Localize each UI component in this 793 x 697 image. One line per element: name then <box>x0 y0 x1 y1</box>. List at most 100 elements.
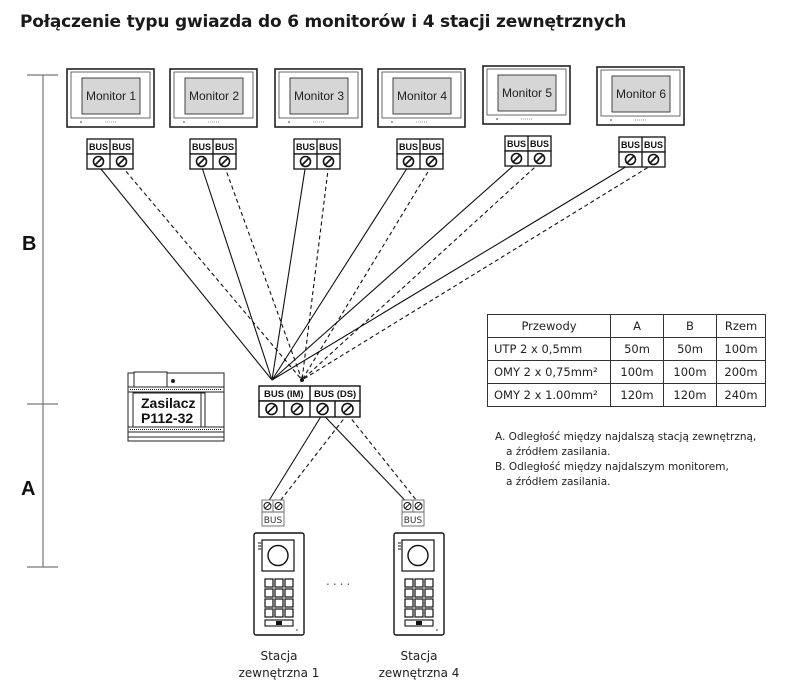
power-supply-model: P112-32 <box>141 410 193 426</box>
screw-icon <box>341 402 354 416</box>
cell-cable: OMY 2 x 1.00mm² <box>487 383 611 407</box>
keypad-key <box>404 608 414 618</box>
screw-icon <box>510 152 523 165</box>
cell-total: 240m <box>716 383 766 407</box>
dimension-label-a: A <box>21 478 35 500</box>
wire-dashed <box>301 165 432 381</box>
wires <box>98 162 654 504</box>
keypad-key <box>414 598 424 608</box>
table-row: UTP 2 x 0,5mm 50m 50m 100m <box>487 337 766 361</box>
bus-label: BUS <box>422 142 441 152</box>
screw-icon <box>115 155 128 168</box>
cell-cable: UTP 2 x 0,5mm <box>487 337 611 361</box>
station-name-line2: zewnętrzna 1 <box>239 666 320 680</box>
bus-label: BUS <box>112 142 131 152</box>
ellipsis: .... <box>326 574 353 588</box>
monitor-4: Monitor 4 BUS BUS <box>377 68 466 170</box>
bus-label: BUS <box>215 142 234 152</box>
wire-dashed <box>347 413 419 504</box>
wire-solid <box>271 165 307 381</box>
bus-label: BUS <box>621 140 640 150</box>
page-title: Połączenie typu gwiazda do 6 monitorów i… <box>20 12 627 32</box>
monitor-label: Monitor 1 <box>86 89 136 103</box>
cell-b: 100m <box>663 360 717 384</box>
keypad-key <box>274 588 284 598</box>
cell-b: 120m <box>663 383 717 407</box>
monitor-label: Monitor 6 <box>616 87 666 101</box>
bus-label: BUS <box>530 139 549 149</box>
monitor-1: Monitor 1 BUS BUS <box>66 68 155 170</box>
keypad-key <box>264 608 274 618</box>
cell-a: 50m <box>610 337 664 361</box>
header-total: Rzem <box>716 314 766 338</box>
hub-label-bus-im: BUS (IM) <box>264 389 304 400</box>
monitor-terminal-block: BUS BUS <box>396 138 444 170</box>
screw-icon <box>533 152 546 165</box>
keypad-key <box>264 598 274 608</box>
station-name-line1: Stacja <box>401 649 438 663</box>
bus-label: BUS <box>296 142 315 152</box>
screw-icon <box>92 155 105 168</box>
bus-label: BUS <box>319 142 338 152</box>
wire-solid <box>271 162 517 381</box>
cell-total: 100m <box>716 337 766 361</box>
header-b: B <box>663 314 717 338</box>
monitor-terminal-block: BUS BUS <box>618 136 666 168</box>
bus-label: BUS <box>399 142 418 152</box>
wire-junction <box>300 378 304 382</box>
cell-cable: OMY 2 x 0,75mm² <box>487 360 611 384</box>
station-1: BUS Stacja zewnętrzna 1 <box>239 499 320 680</box>
power-supply <box>127 371 225 442</box>
monitor-terminal-block: BUS BUS <box>86 138 134 170</box>
bus-label: BUS <box>192 142 211 152</box>
wire-solid <box>98 165 273 381</box>
keypad-key <box>404 578 414 588</box>
keypad-key <box>424 588 434 598</box>
screw-icon <box>290 402 304 416</box>
monitor-label: Monitor 5 <box>502 86 552 100</box>
keypad-key <box>404 598 414 608</box>
keypad-key <box>404 588 414 598</box>
screw-icon <box>263 502 272 510</box>
screw-icon <box>299 155 312 168</box>
screw-icon <box>403 502 412 510</box>
station-bus-label: BUS <box>264 516 283 526</box>
station-name-line1: Stacja <box>261 649 298 663</box>
note-a-line1: A. Odległość między najdalszą stacją zew… <box>495 431 757 443</box>
hub-screws <box>265 402 354 416</box>
monitor-label: Monitor 4 <box>397 89 447 103</box>
keypad-key <box>284 588 294 598</box>
screw-icon <box>425 155 438 168</box>
dimension-label-b: B <box>22 233 36 255</box>
hub-terminal-block <box>258 385 361 418</box>
screw-icon <box>624 153 637 166</box>
bus-label: BUS <box>644 140 663 150</box>
keypad-key <box>424 608 434 618</box>
bus-label: BUS <box>507 139 526 149</box>
wire-dashed <box>278 413 348 504</box>
header-cable: Przewody <box>487 314 611 338</box>
keypad-key <box>424 578 434 588</box>
keypad-key <box>424 598 434 608</box>
monitor-terminal-block: BUS BUS <box>504 135 552 167</box>
cell-a: 120m <box>610 383 664 407</box>
station-bus-label: BUS <box>404 516 423 526</box>
cell-total: 200m <box>716 360 766 384</box>
notes: A. Odległość między najdalszą stacją zew… <box>495 430 756 490</box>
note-a-line2: a źródłem zasilania. <box>506 446 611 458</box>
screw-icon <box>402 155 415 168</box>
screw-icon <box>647 153 660 166</box>
cell-a: 100m <box>610 360 664 384</box>
hub-label-bus-ds: BUS (DS) <box>314 389 356 400</box>
wire-solid <box>271 165 409 381</box>
wire-dashed <box>301 165 330 381</box>
bus-label: BUS <box>89 142 108 152</box>
keypad-key <box>414 588 424 598</box>
monitor-5: Monitor 5 BUS BUS <box>482 65 571 167</box>
power-supply-name: Zasilacz <box>141 395 195 411</box>
wire-dashed <box>301 163 654 381</box>
keypad-key <box>264 578 274 588</box>
